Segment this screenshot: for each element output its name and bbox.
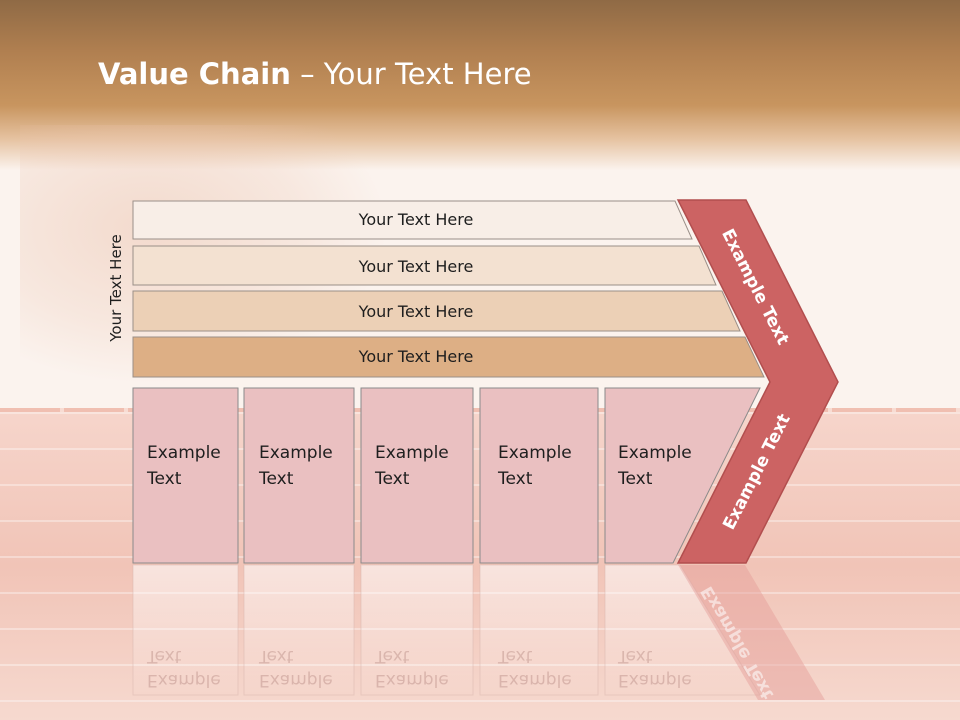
reflection-box-3 <box>360 564 474 696</box>
reflection-text-5: Example <box>618 670 692 690</box>
reflection-text-3: Example <box>375 670 449 690</box>
chevron-arrow <box>676 199 839 564</box>
reflection-text-1: Example <box>147 670 221 690</box>
row-3-label: Your Text Here <box>358 302 474 321</box>
row-2-label: Your Text Here <box>358 257 474 276</box>
row-1-label: Your Text Here <box>358 210 474 229</box>
activity-box-5-line1: Example <box>618 443 692 463</box>
activity-box-2-line1: Example <box>259 443 333 463</box>
activity-box-5 <box>604 387 761 564</box>
row-1 <box>132 200 693 240</box>
reflection-text-4: Example <box>498 670 572 690</box>
reflection-text-4b: Text <box>497 646 533 666</box>
row-4 <box>132 336 765 378</box>
activity-box-2 <box>243 387 355 564</box>
title-rest-part: – Your Text Here <box>290 57 532 91</box>
activity-box-1-line2: Text <box>146 469 182 489</box>
activity-box-3-line2: Text <box>374 469 410 489</box>
reflection-text-2b: Text <box>258 646 294 666</box>
reflection-box-5 <box>604 564 761 696</box>
row-3 <box>132 290 741 332</box>
activity-box-5-line2: Text <box>617 469 653 489</box>
row-4-label: Your Text Here <box>358 347 474 366</box>
reflection-box-1 <box>132 564 239 696</box>
activity-box-1 <box>132 387 239 564</box>
side-label: Your Text Here <box>107 234 125 342</box>
reflection-text-5b: Text <box>617 646 653 666</box>
activity-box-4 <box>479 387 599 564</box>
activity-box-4-line2: Text <box>497 469 533 489</box>
reflection-text-1b: Text <box>146 646 182 666</box>
activity-box-2-line2: Text <box>258 469 294 489</box>
row-2 <box>132 245 717 286</box>
title-bold-part: Value Chain <box>98 57 291 91</box>
diagram-reflection: Example Text Example Text Example Text E… <box>132 564 825 703</box>
reflection-box-4 <box>479 564 599 696</box>
reflection-box-2 <box>243 564 355 696</box>
reflection-text-3b: Text <box>374 646 410 666</box>
slide-title: Value Chain – Your Text Here <box>98 54 532 94</box>
activity-box-1-line1: Example <box>147 443 221 463</box>
activity-box-3 <box>360 387 474 564</box>
reflection-text-2: Example <box>259 670 333 690</box>
activity-box-4-line1: Example <box>498 443 572 463</box>
reflection-chevron <box>678 565 825 700</box>
activity-box-3-line1: Example <box>375 443 449 463</box>
